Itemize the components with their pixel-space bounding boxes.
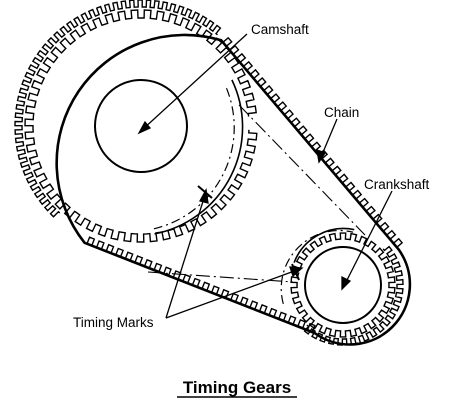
crankshaft-gear-teeth xyxy=(290,232,396,338)
crankshaft-leader-arrowhead xyxy=(341,275,352,291)
chain-links xyxy=(14,0,404,346)
chain-label: Chain xyxy=(324,105,359,120)
camshaft-gear xyxy=(24,9,258,243)
timing-marks-leader-to-camshaft xyxy=(165,194,206,319)
timing-marks-leader-to-crankshaft-arrowhead xyxy=(289,266,304,278)
chain-link-row xyxy=(14,0,222,218)
timing-marks-leader-to-crankshaft xyxy=(165,269,298,319)
chain-outer-loop xyxy=(55,33,412,346)
leader-lines xyxy=(137,33,393,319)
diagram-caption: Timing Gears xyxy=(183,378,291,397)
timing-marks-label: Timing Marks xyxy=(73,315,154,330)
camshaft-hub xyxy=(94,79,188,173)
chain-link-row xyxy=(84,236,316,333)
chain-link-row xyxy=(220,36,404,248)
camshaft-label: Camshaft xyxy=(251,22,309,37)
chain-leader-arrowhead xyxy=(316,148,326,164)
crankshaft-gear-inner-arc-dashed xyxy=(280,229,354,305)
crankshaft-leader xyxy=(344,190,393,285)
chain-link-row xyxy=(303,245,404,346)
camshaft-gear-inner-arc xyxy=(154,79,244,235)
crankshaft-gear xyxy=(280,227,396,338)
crankshaft-label: Crankshaft xyxy=(364,177,430,192)
chain-leader xyxy=(320,118,338,158)
camshaft-leader-arrowhead xyxy=(137,120,152,135)
camshaft-leader xyxy=(141,33,248,131)
timing-marks-leader-to-camshaft-arrowhead xyxy=(199,188,209,204)
crankshaft-hub xyxy=(304,246,382,324)
chain-center-line-upper xyxy=(238,104,366,236)
camshaft-gear-inner-arc-dashed xyxy=(153,87,235,230)
camshaft-gear-teeth xyxy=(24,9,258,243)
